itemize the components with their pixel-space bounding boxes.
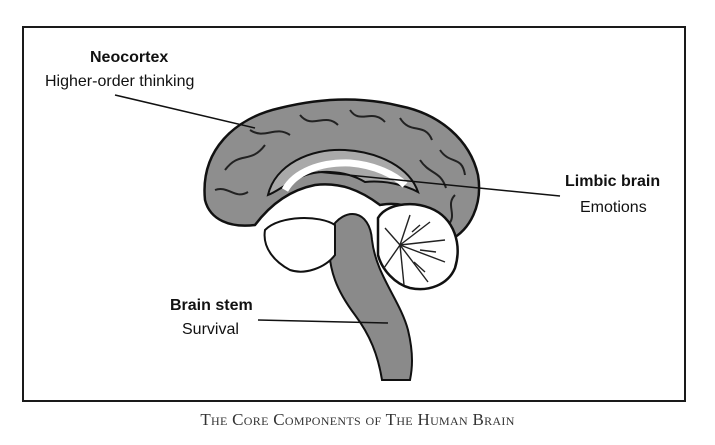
- pointer-lines: [114, 94, 561, 324]
- limbic-title: Limbic brain: [565, 173, 661, 190]
- limbic-subtitle: Emotions: [580, 199, 647, 216]
- stem-subtitle: Survival: [182, 321, 239, 338]
- stem-label: Brain stem: [170, 296, 253, 316]
- corpus-callosum: [281, 159, 408, 192]
- neocortex-title: Neocortex: [90, 49, 169, 66]
- cortex-folds: [214, 109, 466, 226]
- neocortex-subtitle: Higher-order thinking: [45, 73, 195, 90]
- cerebellum: [376, 202, 459, 291]
- neocortex-label: Neocortex: [90, 48, 168, 68]
- brainstem-upper-region: [263, 217, 336, 273]
- cerebellum-folds: [383, 214, 446, 286]
- figure-caption: The Core Components of The Human Brain: [200, 410, 515, 429]
- brain-stem: [328, 213, 413, 381]
- stem-title: Brain stem: [170, 297, 253, 314]
- limbic-label: Limbic brain: [565, 172, 660, 192]
